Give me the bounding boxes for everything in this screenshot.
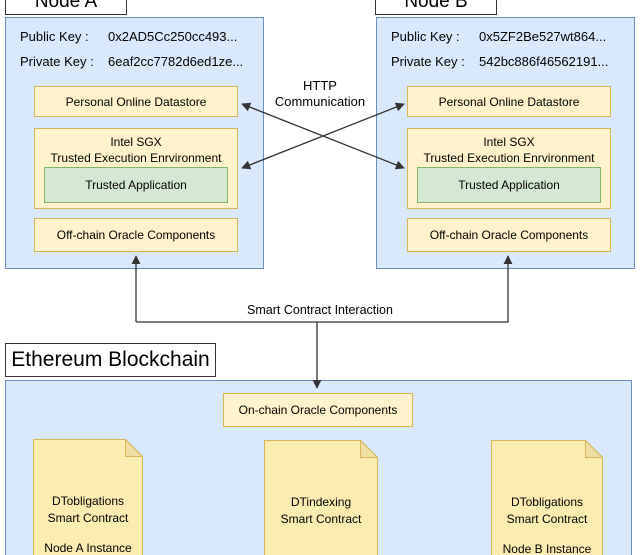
node-b-public-key-label: Public Key :	[391, 29, 460, 44]
ethereum-title-box: Ethereum Blockchain	[5, 343, 216, 377]
node-a-offchain-box: Off-chain Oracle Components	[34, 218, 238, 252]
node-b-sgx-subtitle: Trusted Execution Enrvironment	[423, 151, 595, 165]
node-a-public-key-value: 0x2AD5Cc250cc493...	[108, 29, 238, 44]
node-b-keys: Public Key : 0x5ZF2Be527wt864... Private…	[391, 29, 608, 79]
node-b-title: Node B	[404, 0, 468, 12]
ethereum-title: Ethereum Blockchain	[11, 348, 210, 371]
node-b-datastore-box: Personal Online Datastore	[407, 86, 611, 117]
contract-type: Smart Contract	[47, 511, 129, 525]
contract-doc-text: DTindexing Smart Contract	[264, 494, 378, 541]
node-a-keys: Public Key : 0x2AD5Cc250cc493... Private…	[20, 29, 243, 79]
onchain-oracle-label: On-chain Oracle Components	[238, 403, 398, 417]
node-a-datastore-box: Personal Online Datastore	[34, 86, 238, 117]
contract-doc-text: DTobligations Smart Contract Node B Inst…	[491, 494, 603, 555]
contract-doc-node-a: DTobligations Smart Contract Node A Inst…	[33, 439, 143, 555]
http-communication-label: HTTP Communication	[245, 78, 395, 110]
contract-doc-text: DTobligations Smart Contract Node A Inst…	[33, 493, 143, 555]
node-b-private-key-row: Private Key : 542bc886f46562191...	[391, 54, 608, 69]
node-a-private-key-label: Private Key :	[20, 54, 94, 69]
node-a-trusted-app-box: Trusted Application	[44, 167, 228, 203]
document-shape-icon	[264, 440, 378, 555]
node-a-sgx-subtitle: Trusted Execution Enrvironment	[50, 151, 222, 165]
node-b-trusted-app-box: Trusted Application	[417, 167, 601, 203]
node-b-offchain-box: Off-chain Oracle Components	[407, 218, 611, 252]
ethereum-panel: On-chain Oracle Components DTobligations…	[5, 380, 632, 555]
node-b-public-key-row: Public Key : 0x5ZF2Be527wt864...	[391, 29, 608, 44]
node-b-sgx-title: Intel SGX	[483, 135, 535, 149]
node-a-title: Node A	[34, 0, 98, 12]
contract-name: DTindexing	[290, 495, 352, 509]
node-a-trusted-app-label: Trusted Application	[85, 178, 187, 192]
node-b-datastore-label: Personal Online Datastore	[438, 94, 580, 109]
contract-doc-indexing: DTindexing Smart Contract	[264, 440, 378, 555]
node-b-sgx-box: Intel SGX Trusted Execution Enrvironment…	[407, 128, 611, 209]
contract-name: DTobligations	[51, 494, 125, 508]
contract-instance: Node B Instance	[502, 542, 592, 555]
document-shape-icon	[491, 440, 603, 555]
node-a-datastore-label: Personal Online Datastore	[65, 94, 207, 109]
node-b-private-key-value: 542bc886f46562191...	[479, 54, 609, 69]
contract-doc-node-b: DTobligations Smart Contract Node B Inst…	[491, 440, 603, 555]
node-a-offchain-label: Off-chain Oracle Components	[56, 228, 216, 242]
node-a-sgx-box: Intel SGX Trusted Execution Enrvironment…	[34, 128, 238, 209]
contract-instance: Node A Instance	[44, 541, 132, 555]
node-a-public-key-row: Public Key : 0x2AD5Cc250cc493...	[20, 29, 243, 44]
node-b-offchain-label: Off-chain Oracle Components	[429, 228, 589, 242]
onchain-oracle-box: On-chain Oracle Components	[223, 393, 413, 427]
node-a-panel: Public Key : 0x2AD5Cc250cc493... Private…	[5, 17, 264, 269]
node-a-private-key-value: 6eaf2cc7782d6ed1ze...	[108, 54, 244, 69]
node-a-public-key-label: Public Key :	[20, 29, 89, 44]
contract-type: Smart Contract	[506, 512, 588, 526]
contract-type: Smart Contract	[280, 512, 362, 526]
node-b-title-box: Node B	[375, 0, 497, 15]
node-b-public-key-value: 0x5ZF2Be527wt864...	[479, 29, 607, 44]
node-a-private-key-row: Private Key : 6eaf2cc7782d6ed1ze...	[20, 54, 243, 69]
node-a-title-box: Node A	[5, 0, 127, 15]
node-b-panel: Public Key : 0x5ZF2Be527wt864... Private…	[376, 17, 635, 269]
node-a-sgx-title: Intel SGX	[110, 135, 162, 149]
node-b-trusted-app-label: Trusted Application	[458, 178, 560, 192]
http-label-line1: HTTP	[303, 78, 337, 93]
smart-contract-interaction-label: Smart Contract Interaction	[247, 303, 393, 317]
http-label-line2: Communication	[274, 94, 366, 109]
node-b-private-key-label: Private Key :	[391, 54, 465, 69]
contract-name: DTobligations	[510, 495, 584, 509]
document-shape-icon	[33, 439, 143, 555]
